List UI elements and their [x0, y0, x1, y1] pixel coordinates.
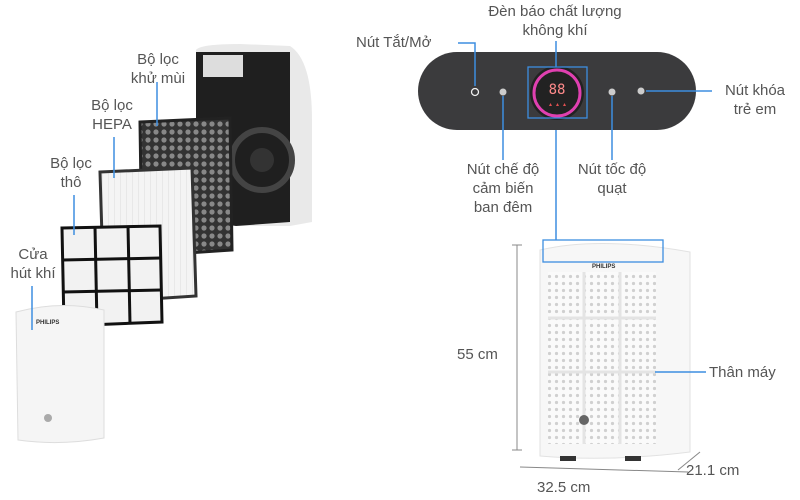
label-line: Bộ lọc — [50, 155, 92, 172]
label-line: cảm biến — [472, 180, 534, 197]
label-fan-speed-button: Nút tốc độ quạt — [565, 160, 659, 198]
dimension-lines — [512, 244, 701, 473]
label-night-sensor-button: Nút chế độ cảm biến ban đêm — [455, 160, 551, 217]
label-line: quạt — [597, 180, 627, 197]
label-line: trẻ em — [733, 101, 777, 118]
label-line: Nút tốc độ — [577, 161, 647, 178]
dimension-depth: 21.1 cm — [686, 462, 740, 479]
body-brand-logo: PHILIPS — [592, 264, 616, 270]
dimension-height: 55 cm — [457, 346, 498, 363]
label-power-button: Nút Tắt/Mở — [356, 34, 432, 51]
intake-cover-image — [15, 305, 105, 444]
label-child-lock: Nút khóa trẻ em — [712, 81, 798, 119]
dimension-width: 32.5 cm — [537, 479, 591, 496]
coarse-filter-image — [60, 224, 164, 328]
label-line: Nút chế độ — [466, 161, 540, 178]
label-line: Bộ lọc — [91, 97, 133, 114]
display-highlight-box — [527, 66, 588, 119]
label-line: Bộ lọc — [137, 51, 179, 68]
label-line: ban đêm — [473, 199, 533, 216]
cover-brand-logo: PHILIPS — [36, 320, 60, 326]
label-odor-filter: Bộ lọc khử mùi — [118, 50, 198, 88]
label-line: Nút khóa — [724, 82, 786, 99]
panel-leader-lines — [458, 41, 712, 240]
display-digits: 88 — [548, 82, 566, 98]
purifier-body-image — [539, 242, 691, 461]
label-line: khử mùi — [130, 70, 186, 87]
label-body: Thân máy — [709, 364, 776, 381]
label-hepa-filter: Bộ lọc HEPA — [74, 96, 150, 134]
label-line: hút khí — [10, 265, 56, 282]
label-line: Cửa — [18, 246, 48, 263]
left-leader-lines — [31, 82, 158, 330]
label-line: HEPA — [92, 116, 132, 133]
label-air-intake: Cửa hút khí — [0, 245, 66, 283]
label-line: thô — [60, 174, 82, 191]
label-air-quality-indicator: Đèn báo chất lượng không khí — [470, 2, 640, 40]
label-line: Đèn báo chất lượng — [488, 3, 622, 20]
control-panel-image — [418, 52, 696, 130]
label-line: không khí — [522, 22, 588, 39]
label-coarse-filter: Bộ lọc thô — [34, 154, 108, 192]
top-panel-highlight-box — [542, 239, 664, 263]
